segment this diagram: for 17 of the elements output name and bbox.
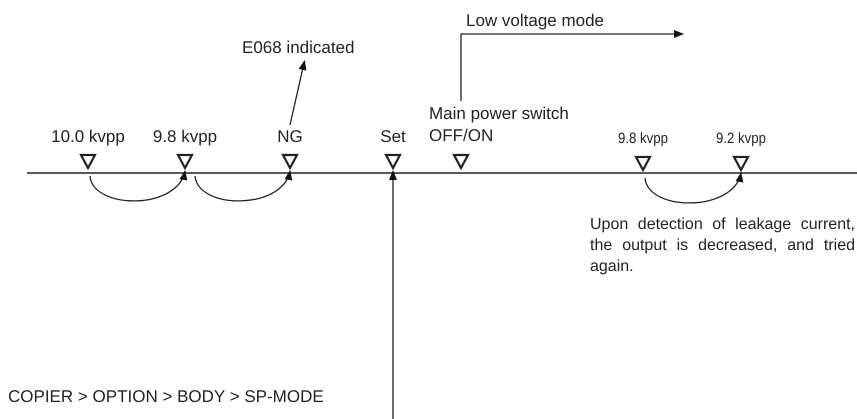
annotation-text: COPIER > OPTION > BODY > SP-MODE xyxy=(8,387,325,407)
arrow xyxy=(89,170,186,202)
arrow xyxy=(389,170,397,419)
marker-label: 9.2 kvpp xyxy=(715,129,767,149)
marker-label: 9.8 kvpp xyxy=(617,129,669,149)
arrow xyxy=(289,60,306,126)
arrow xyxy=(194,170,291,202)
marker-label: Main power switch OFF/ON xyxy=(429,103,570,147)
arrow xyxy=(644,172,742,204)
note-text: Upon detection of leakage current, the output is decreased, and tried again. xyxy=(590,215,855,277)
marker-label: 9.8 kvpp xyxy=(152,127,218,147)
marker-label: Set xyxy=(379,127,407,147)
arrow xyxy=(460,30,684,101)
edge-label: Low voltage mode xyxy=(466,11,604,31)
annotation-text: E068 indicated xyxy=(242,38,356,58)
marker-label: NG xyxy=(276,127,304,147)
marker-label: 10.0 kvpp xyxy=(50,127,126,147)
